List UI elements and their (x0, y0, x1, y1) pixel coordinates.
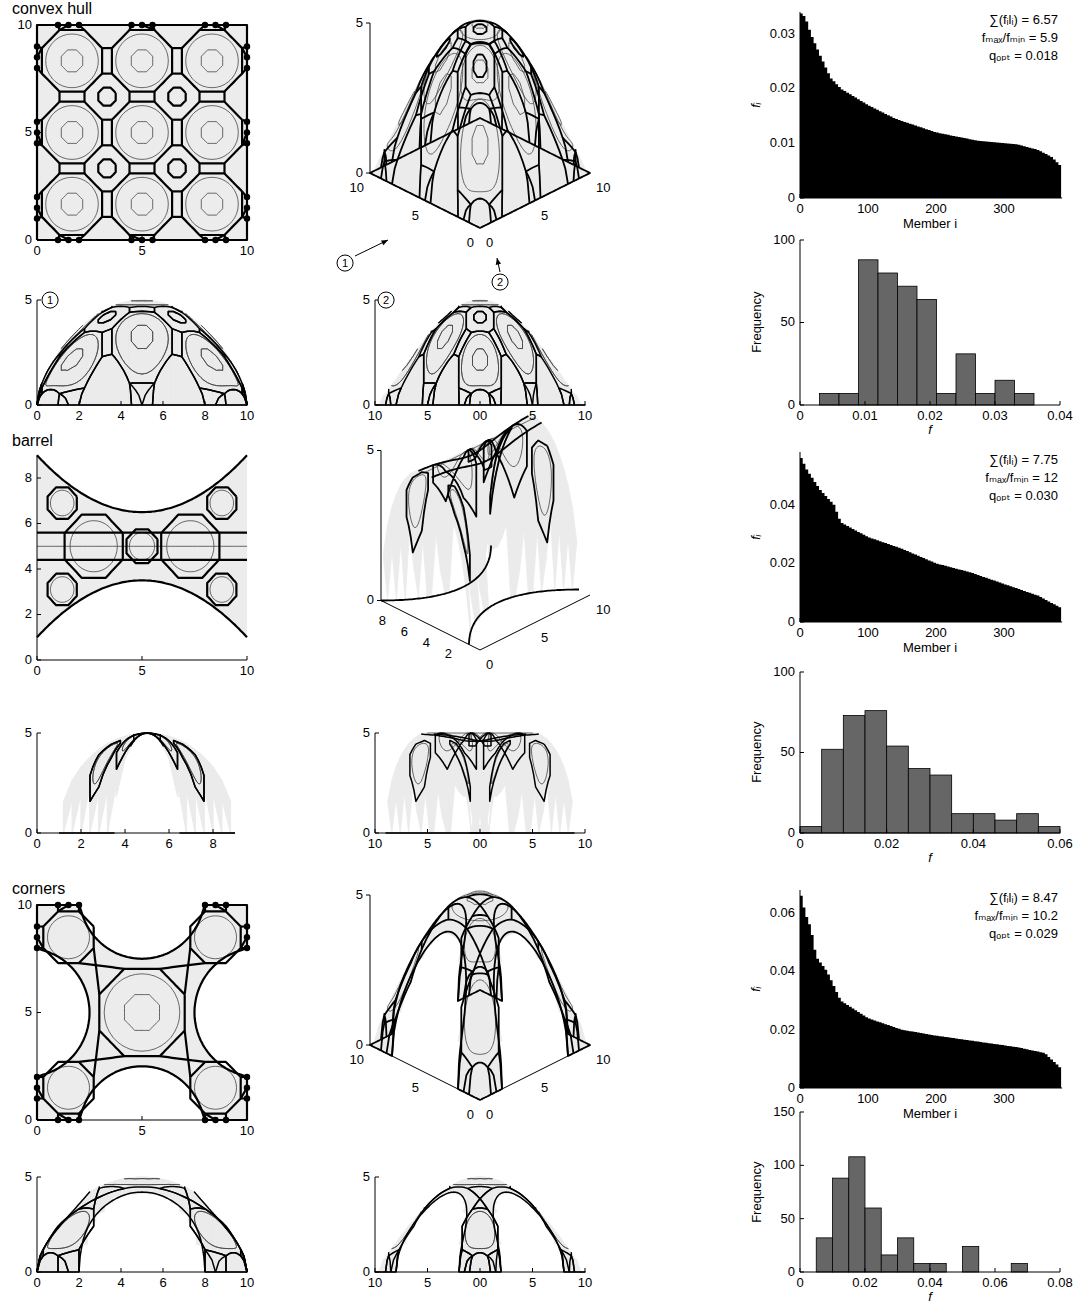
surface-patch (87, 379, 95, 405)
surface-patch (138, 375, 146, 405)
surface-patch (129, 347, 137, 360)
surface-patch (129, 322, 137, 330)
surface-patch (146, 329, 154, 338)
support-dot (65, 22, 71, 28)
support-dot (244, 119, 250, 125)
surface-patch (104, 362, 112, 378)
support-dot (244, 140, 250, 146)
support-dot (244, 129, 250, 135)
surface-patch (188, 379, 196, 405)
surface-patch (155, 338, 163, 349)
surface-patch (138, 315, 146, 321)
support-dot (55, 22, 61, 28)
support-dot (223, 22, 229, 28)
surface-patch (146, 337, 154, 348)
support-dot (244, 43, 250, 49)
surface-patch (104, 377, 112, 405)
surface-patch (129, 337, 137, 348)
surface-patch (163, 376, 171, 405)
support-dot (244, 215, 250, 221)
support-dot (202, 22, 208, 28)
surface-patch (121, 338, 129, 349)
shell-surface (37, 300, 247, 405)
surface-patch (138, 337, 146, 347)
surface-patch (205, 383, 213, 405)
support-dot (149, 22, 155, 28)
surface-patch (138, 329, 146, 338)
surface-patch (113, 376, 121, 405)
surface-patch (138, 360, 146, 375)
surface-patch (146, 322, 154, 330)
surface-patch (96, 378, 104, 405)
surface-patch (129, 329, 137, 338)
plan-surface (37, 25, 247, 240)
surface-patch (180, 378, 188, 405)
support-dot (244, 54, 250, 60)
support-dot (244, 194, 250, 200)
surface-patch (71, 383, 79, 405)
surface-patch (171, 362, 179, 378)
surface-patch (146, 347, 154, 360)
support-dot (139, 22, 145, 28)
support-dot (212, 22, 218, 28)
support-dot (128, 22, 134, 28)
surface-patch (138, 347, 146, 359)
support-dot (244, 65, 250, 71)
support-dot (244, 205, 250, 211)
support-dot (76, 22, 82, 28)
surface-patch (171, 377, 179, 405)
